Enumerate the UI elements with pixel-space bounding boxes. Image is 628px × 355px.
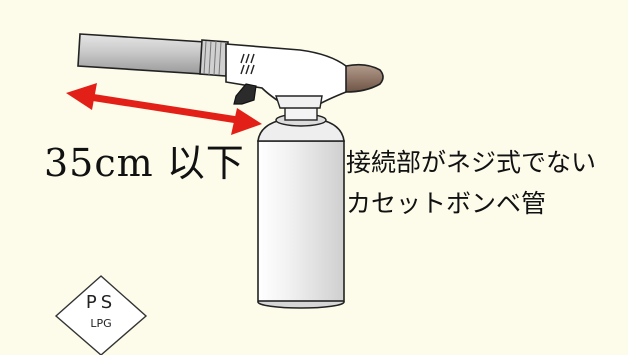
length-arrow xyxy=(66,83,262,135)
torch-head xyxy=(77,33,384,109)
description-line-1: 接続部がネジ式でない xyxy=(346,148,597,177)
ps-lpg-mark xyxy=(54,275,148,355)
lpg-mark-text: LPG xyxy=(90,317,112,330)
gas-canister xyxy=(257,105,345,309)
ps-mark-text: PS xyxy=(85,292,117,313)
length-limit-label: 35cm 以下 xyxy=(44,141,245,185)
description-line-2: カセットボンベ管 xyxy=(346,189,547,218)
